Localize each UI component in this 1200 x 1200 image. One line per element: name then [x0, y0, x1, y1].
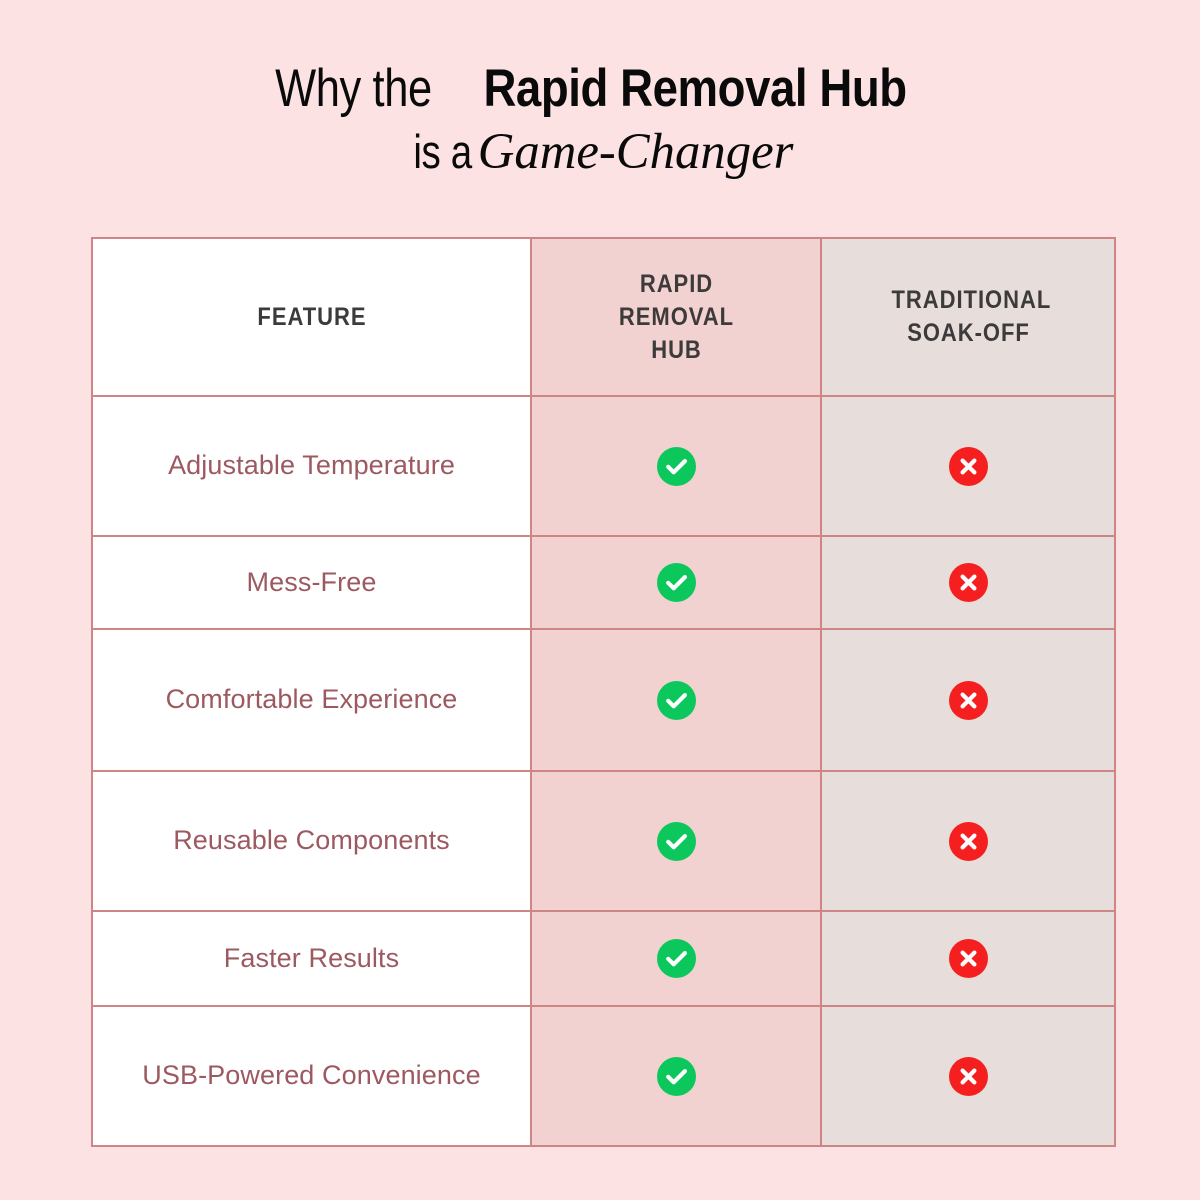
feature-label: Faster Results: [223, 942, 400, 973]
feature-label: Adjustable Temperature: [168, 450, 455, 481]
traditional-soak-off-cell: [820, 628, 1116, 772]
column-header-feature-label: FEATURE: [256, 302, 367, 331]
column-header-feature: FEATURE: [91, 237, 532, 397]
feature-cell: Adjustable Temperature: [91, 395, 532, 537]
check-circle-icon: [656, 563, 696, 602]
check-circle-icon: [656, 446, 696, 486]
rapid-removal-hub-cell: [530, 910, 822, 1007]
check-circle-icon: [656, 680, 696, 720]
comparison-table: FEATURE RAPID REMOVAL HUB TRADITIONAL SO…: [91, 237, 1116, 1147]
feature-cell: Comfortable Experience: [91, 628, 532, 772]
page-title-line-1-regular: Why the: [275, 59, 433, 118]
x-circle-icon: [948, 1056, 988, 1096]
traditional-soak-off-cell: [820, 1005, 1116, 1147]
rapid-removal-hub-cell: [530, 770, 822, 912]
page-title-line-1: Why the Rapid Removal Hub: [0, 62, 1200, 115]
rapid-removal-hub-cell: [530, 628, 822, 772]
feature-label: USB-Powered Convenience: [142, 1060, 481, 1091]
rapid-removal-hub-cell: [530, 395, 822, 537]
feature-label: Mess-Free: [246, 566, 377, 597]
traditional-soak-off-cell: [820, 770, 1116, 912]
check-circle-icon: [656, 939, 696, 978]
page-title-line-2-emphasis: Game-Changer: [477, 123, 794, 179]
rapid-removal-hub-cell: [530, 535, 822, 630]
x-circle-icon: [948, 680, 988, 720]
check-circle-icon: [656, 1056, 696, 1096]
page-title-line-2-regular: is a: [412, 125, 472, 178]
x-circle-icon: [948, 821, 988, 861]
table-row: Reusable Components: [91, 770, 1116, 912]
feature-cell: Reusable Components: [91, 770, 532, 912]
feature-cell: USB-Powered Convenience: [91, 1005, 532, 1147]
page-title: Why the Rapid Removal Hub is a Game-Chan…: [0, 62, 1200, 177]
table-row: Adjustable Temperature: [91, 395, 1116, 537]
traditional-soak-off-cell: [820, 910, 1116, 1007]
page-title-line-1-emphasis: Rapid Removal Hub: [483, 59, 908, 118]
column-header-traditional-soak-off-label: TRADITIONAL SOAK-OFF: [891, 286, 1051, 347]
traditional-soak-off-cell: [820, 395, 1116, 537]
x-circle-icon: [948, 446, 988, 486]
column-header-rapid-removal-hub: RAPID REMOVAL HUB: [530, 237, 822, 397]
traditional-soak-off-cell: [820, 535, 1116, 630]
page-title-line-2: is a Game-Changer: [0, 126, 1200, 177]
x-circle-icon: [948, 563, 988, 602]
table-header-row: FEATURE RAPID REMOVAL HUB TRADITIONAL SO…: [91, 237, 1116, 397]
column-header-rapid-removal-hub-label: RAPID REMOVAL HUB: [618, 269, 734, 364]
check-circle-icon: [656, 821, 696, 861]
feature-cell: Mess-Free: [91, 535, 532, 630]
rapid-removal-hub-cell: [530, 1005, 822, 1147]
x-circle-icon: [948, 939, 988, 978]
table-row: Mess-Free: [91, 535, 1116, 630]
feature-label: Comfortable Experience: [165, 684, 458, 715]
feature-label: Reusable Components: [173, 825, 450, 856]
table-row: Comfortable Experience: [91, 628, 1116, 772]
feature-cell: Faster Results: [91, 910, 532, 1007]
table-row: Faster Results: [91, 910, 1116, 1007]
table-row: USB-Powered Convenience: [91, 1005, 1116, 1147]
column-header-traditional-soak-off: TRADITIONAL SOAK-OFF: [820, 237, 1116, 397]
